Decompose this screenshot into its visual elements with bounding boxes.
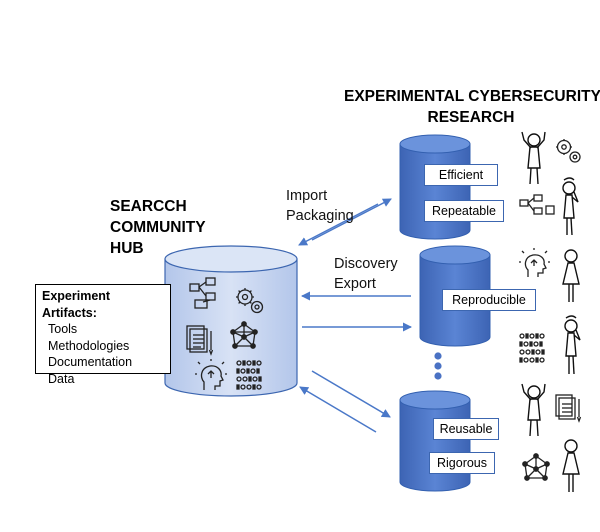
hub-idea-head-icon — [195, 359, 227, 390]
person-thinking-figure-2 — [564, 315, 581, 375]
research-title-line-1: EXPERIMENTAL CYBERSECURITY — [344, 88, 600, 105]
hub-document-icon — [186, 325, 214, 356]
gears-icon-1 — [556, 139, 581, 163]
hub-network-icon — [230, 321, 258, 349]
person-arms-up-figure-1 — [521, 131, 546, 185]
experiment-artifacts-box: Experiment Artifacts: Tools Methodologie… — [35, 284, 171, 386]
artifact-item-methodologies: Methodologies — [48, 338, 130, 353]
hub-gears-icon — [236, 288, 264, 314]
artifact-item-data: Data — [48, 371, 75, 386]
export-label: Export — [334, 276, 376, 292]
discovery-label: Discovery — [334, 256, 398, 272]
hub-title-line-3: HUB — [110, 240, 144, 257]
ellipsis-dots — [434, 352, 442, 380]
network-icon-right — [522, 453, 550, 481]
research-title-line-2: RESEARCH — [427, 109, 515, 126]
research-cylinder-bottom — [399, 390, 471, 492]
binary-icon-right — [519, 333, 545, 363]
arrow-import-packaging-down — [298, 203, 379, 246]
hub-cylinder — [164, 245, 298, 397]
tag-reproducible: Reproducible — [442, 289, 536, 311]
hub-workflow-icon — [189, 277, 216, 309]
import-packaging-label: Import Packaging — [286, 186, 354, 226]
hub-title-line-1: SEARCCH — [110, 198, 187, 215]
person-standing-figure-2 — [562, 439, 580, 492]
hub-title: SEARCCH COMMUNITY HUB — [110, 196, 206, 259]
artifact-item-tools: Tools — [48, 322, 78, 336]
tag-repeatable: Repeatable — [424, 200, 504, 222]
discovery-export-label: Discovery Export — [334, 254, 398, 294]
tag-efficient: Efficient — [424, 164, 498, 186]
research-cylinder-top — [399, 134, 471, 240]
tag-rigorous: Rigorous — [429, 452, 495, 474]
workflow-icon-right — [519, 194, 555, 215]
hub-binary-icon — [236, 360, 262, 390]
arrow-import-packaging-up — [311, 198, 392, 241]
import-label: Import — [286, 188, 328, 204]
person-thinking-figure-1 — [562, 177, 579, 236]
person-standing-figure — [562, 249, 580, 302]
artifact-item-documentation: Documentation — [48, 355, 133, 369]
research-title: EXPERIMENTAL CYBERSECURITY RESEARCH — [344, 86, 600, 128]
document-icon-right — [555, 394, 582, 423]
idea-head-icon-right — [519, 248, 550, 277]
person-arms-up-figure-2 — [521, 383, 546, 437]
arrow-reuse-in — [299, 386, 377, 433]
arrow-reuse-out — [311, 370, 391, 418]
hub-title-line-2: COMMUNITY — [110, 219, 206, 236]
artifacts-heading: Experiment Artifacts: — [42, 289, 111, 320]
packaging-label: Packaging — [286, 208, 354, 224]
tag-reusable: Reusable — [433, 418, 499, 440]
